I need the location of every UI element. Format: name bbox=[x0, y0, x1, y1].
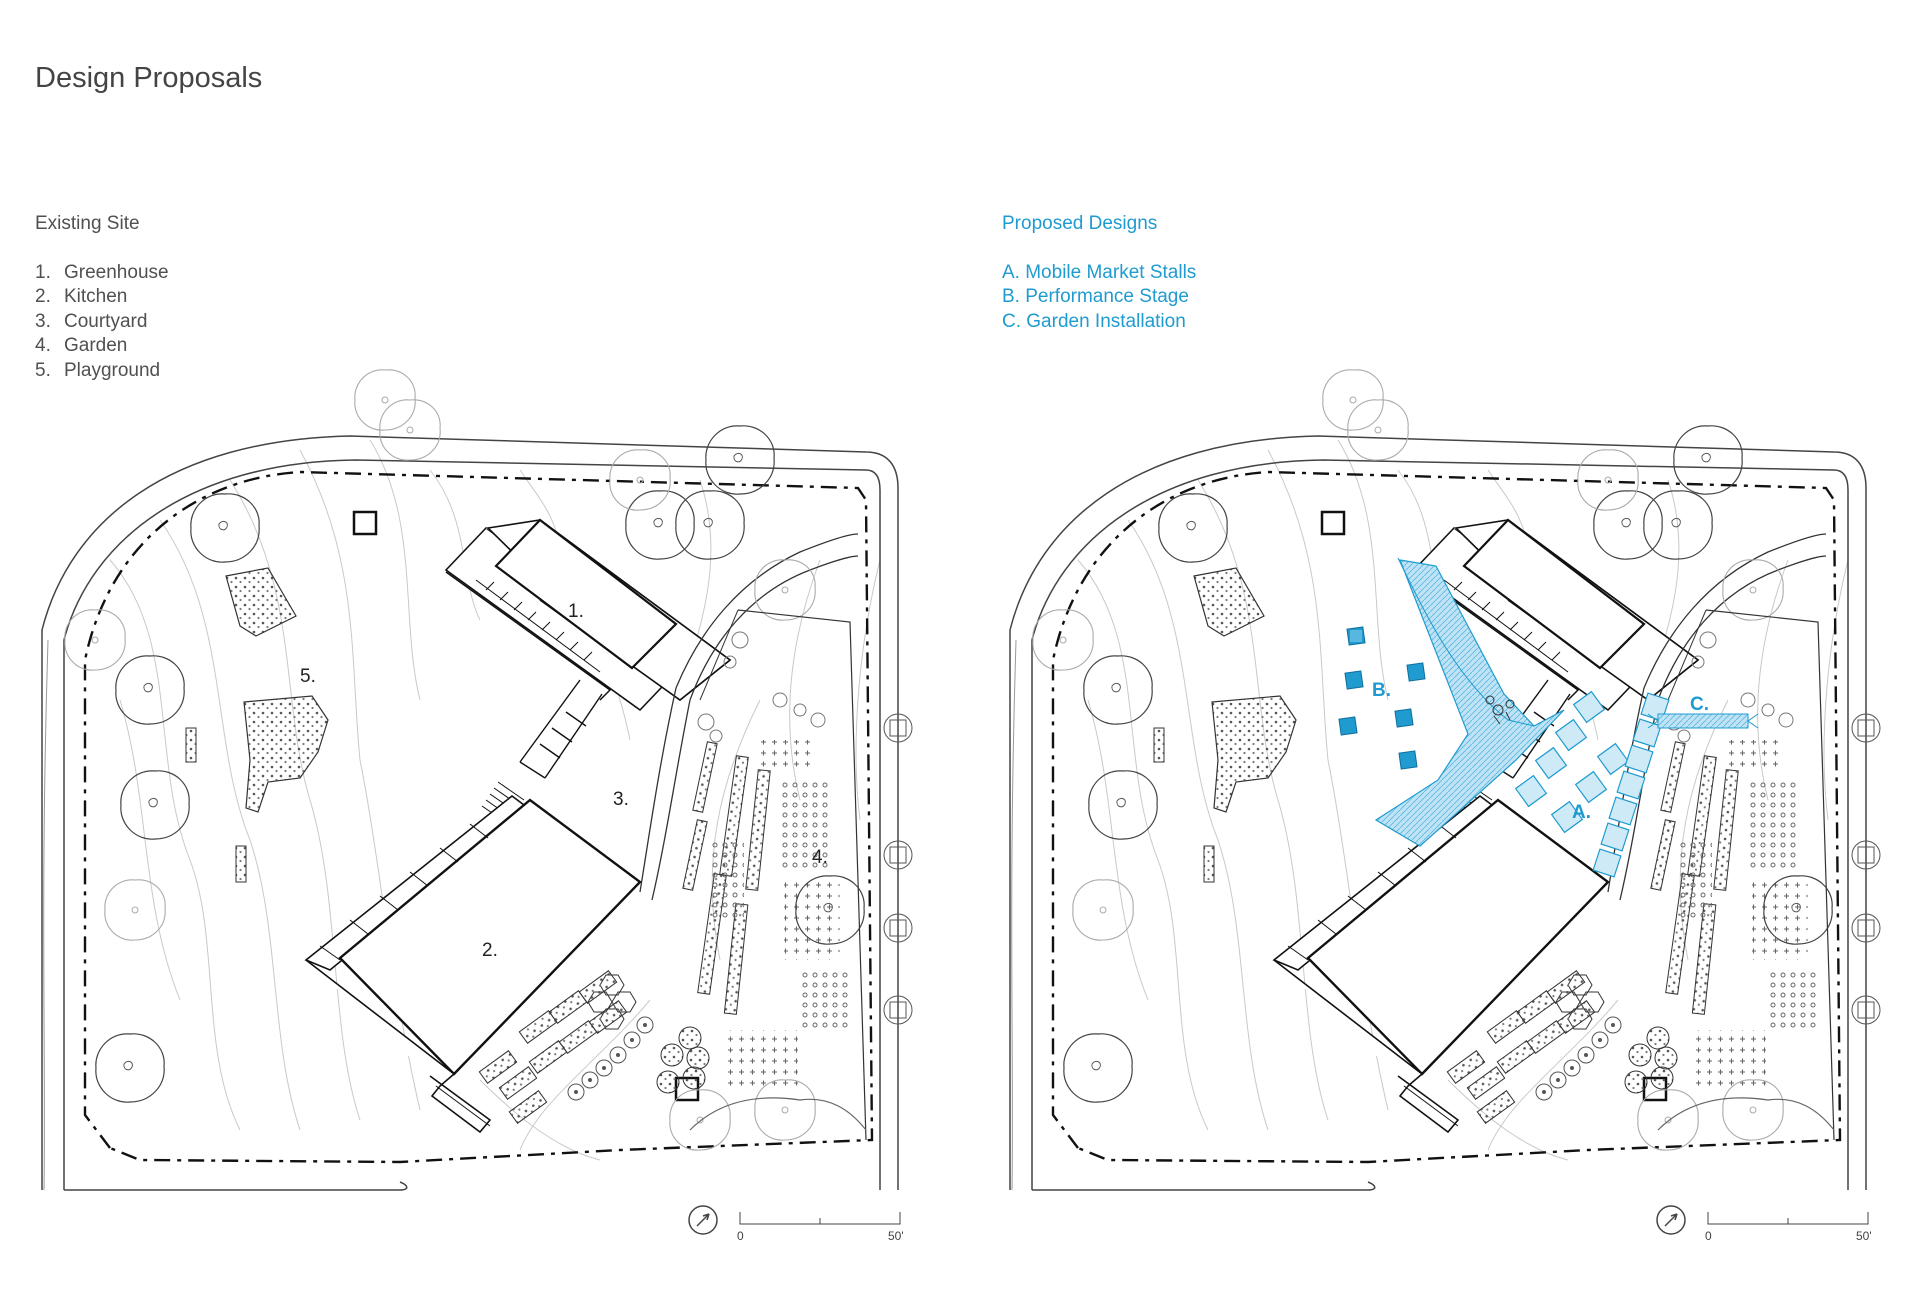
scale-end: 50' bbox=[888, 1229, 904, 1243]
legend-item-kitchen: 2.Kitchen bbox=[35, 286, 128, 307]
label-stage: B. bbox=[1372, 680, 1391, 701]
label-courtyard: 3. bbox=[613, 789, 629, 810]
north-arrow-icon bbox=[1656, 1205, 1686, 1235]
existing-site-heading: Existing Site bbox=[35, 213, 140, 234]
label-kitchen: 2. bbox=[482, 940, 498, 961]
legend-item-greenhouse: 1.Greenhouse bbox=[35, 261, 169, 283]
legend-item-garden-installation: C. Garden Installation bbox=[1002, 310, 1186, 332]
scale-end: 50' bbox=[1856, 1229, 1872, 1243]
north-arrow-icon bbox=[688, 1205, 718, 1235]
legend-item-courtyard: 3.Courtyard bbox=[35, 310, 148, 332]
label-playground: 5. bbox=[300, 666, 316, 687]
label-installation: C. bbox=[1690, 694, 1709, 715]
legend-item-playground: 5.Playground bbox=[35, 359, 161, 381]
legend-item-market-stalls: A. Mobile Market Stalls bbox=[1002, 261, 1197, 283]
page-title: Design Proposals bbox=[35, 62, 263, 94]
label-garden: 4. bbox=[812, 847, 828, 868]
scale-start: 0 bbox=[737, 1229, 744, 1243]
existing-site-plan: 1. 2. 3. 4. 5. 0 50' bbox=[42, 370, 912, 1243]
mobile-market-stalls bbox=[1514, 690, 1670, 878]
legend-item-garden: 4.Garden bbox=[35, 335, 128, 356]
label-greenhouse: 1. bbox=[568, 601, 584, 622]
scale-bar: 0 50' bbox=[737, 1212, 904, 1243]
proposed-site-plan: B. A. C. 0 50' bbox=[1010, 370, 1880, 1243]
scale-start: 0 bbox=[1705, 1229, 1712, 1243]
garden-installation bbox=[1647, 713, 1759, 729]
existing-site-legend: Existing Site 1.Greenhouse 2.Kitchen 3.C… bbox=[35, 212, 169, 383]
proposed-designs-legend: Proposed Designs A. Mobile Market Stalls… bbox=[1002, 212, 1196, 334]
label-stalls: A. bbox=[1572, 802, 1591, 823]
performance-stage bbox=[1338, 557, 1565, 847]
scale-bar: 0 50' bbox=[1705, 1212, 1872, 1243]
proposed-designs-heading: Proposed Designs bbox=[1002, 213, 1158, 234]
legend-item-performance-stage: B. Performance Stage bbox=[1002, 286, 1189, 307]
